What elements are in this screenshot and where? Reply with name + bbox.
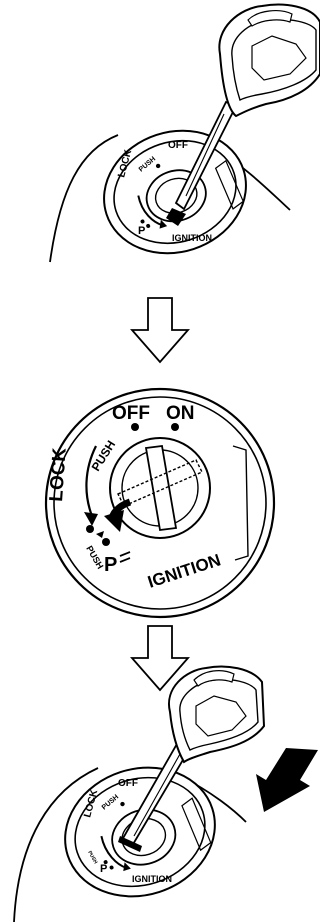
panel-2-p-label: P	[104, 554, 117, 576]
panel-3-surface-line	[13, 767, 99, 922]
panel-2-lock-arrow	[84, 445, 98, 526]
panel-1-surface-line	[49, 134, 119, 263]
down-arrow-icon	[130, 625, 190, 692]
panel-2-p-dot	[102, 538, 110, 546]
panel-3-off-label: OFF	[118, 778, 138, 789]
panel-3-ignition-label: IGNITION	[132, 874, 172, 884]
panel-2-lock-label: LOCK	[46, 447, 71, 502]
panel-1-key	[166, 3, 320, 226]
panel-3-push-key: OFF LOCK PUSH PUSH P IGNITION	[13, 665, 318, 922]
panel-1-off-label: OFF	[168, 140, 188, 151]
panel-2-key-slot	[144, 445, 178, 531]
panel-3-key	[118, 665, 266, 852]
panel-2-on-label: ON	[166, 403, 195, 424]
panel-2-off-dot	[131, 423, 139, 431]
panel-2-side-notch	[232, 445, 249, 561]
panel-1-ignition-label: IGNITION	[172, 233, 212, 243]
panel-2-target-slot	[117, 459, 203, 507]
panel-1-p-label: P	[138, 225, 145, 237]
down-arrow-icon	[130, 297, 190, 364]
panel-2-small-arrow	[96, 531, 104, 538]
panel-2-p-marks	[119, 551, 131, 563]
panel-2-off-label: OFF	[112, 403, 150, 424]
panel-3-p-label: P	[100, 863, 107, 875]
rotate-arrow-icon	[104, 498, 132, 532]
push-arrow-icon	[256, 748, 318, 812]
panel-2-dial-closeup: OFF ON LOCK PUSH PUSH P IGNITION	[44, 387, 276, 619]
panel-2-push-dot	[86, 525, 94, 533]
panel-1-key-inserted: OFF LOCK PUSH P IGNITION	[49, 3, 320, 263]
panel-2-on-dot	[171, 423, 179, 431]
